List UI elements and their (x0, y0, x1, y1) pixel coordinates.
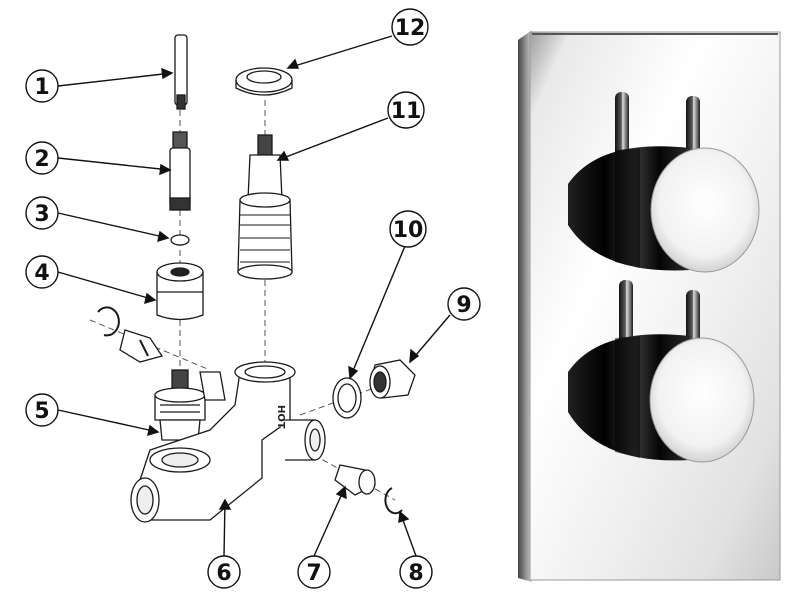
part-o-ring (170, 234, 190, 246)
upper-control-knob (568, 92, 760, 273)
upper-lever-right (686, 96, 700, 162)
callout-6-label: 6 (216, 561, 231, 586)
callouts: 1 2 3 4 5 6 (25, 8, 481, 589)
callout-9: 9 (409, 287, 481, 364)
callout-4: 4 (25, 255, 157, 305)
callout-12: 12 (286, 8, 429, 69)
callout-1-label: 1 (34, 75, 49, 100)
callout-8-label: 8 (408, 561, 423, 586)
lower-lever-left (619, 280, 633, 350)
callout-6: 6 (207, 498, 241, 589)
part-flow-cartridge (154, 369, 206, 441)
part-left-check-valve (119, 329, 164, 363)
callout-4-label: 4 (34, 261, 49, 286)
callout-10: 10 (348, 210, 427, 380)
body-hot-marking: HOT (275, 405, 286, 429)
callout-10-label: 10 (393, 218, 424, 243)
part-spindle-adaptor (169, 131, 191, 211)
upper-knob-face (650, 147, 760, 273)
part-retaining-nut (235, 67, 293, 96)
callout-8: 8 (398, 510, 433, 589)
callout-3-label: 3 (34, 202, 49, 227)
callout-5: 5 (25, 393, 160, 437)
part-cartridge-shroud (156, 262, 204, 321)
part-inlet-connector (369, 359, 416, 399)
part-inlet-washer (332, 377, 362, 419)
lower-lever-right (686, 290, 700, 350)
callout-5-label: 5 (34, 399, 49, 424)
upper-lever-left (615, 92, 629, 162)
callout-2: 2 (25, 141, 172, 176)
callout-1: 1 (25, 67, 174, 103)
callout-3: 3 (25, 196, 170, 243)
part-circlip (384, 487, 403, 515)
lower-knob-face (649, 337, 755, 463)
callout-11-label: 11 (391, 99, 422, 124)
callout-9-label: 9 (456, 293, 471, 318)
callout-2-label: 2 (34, 147, 49, 172)
shower-valve-product-photo (518, 30, 781, 582)
callout-7: 7 (297, 485, 347, 589)
part-left-circlip (97, 306, 120, 337)
exploded-parts: HOT (89, 34, 416, 523)
callout-11: 11 (276, 91, 425, 161)
part-thermostatic-cartridge (237, 134, 293, 280)
chrome-faceplate (529, 31, 781, 581)
part-valve-body: HOT (130, 361, 326, 523)
part-spindle-extension (174, 34, 188, 110)
lower-control-knob (568, 280, 755, 463)
callout-12-label: 12 (395, 16, 426, 41)
callout-7-label: 7 (306, 561, 321, 586)
